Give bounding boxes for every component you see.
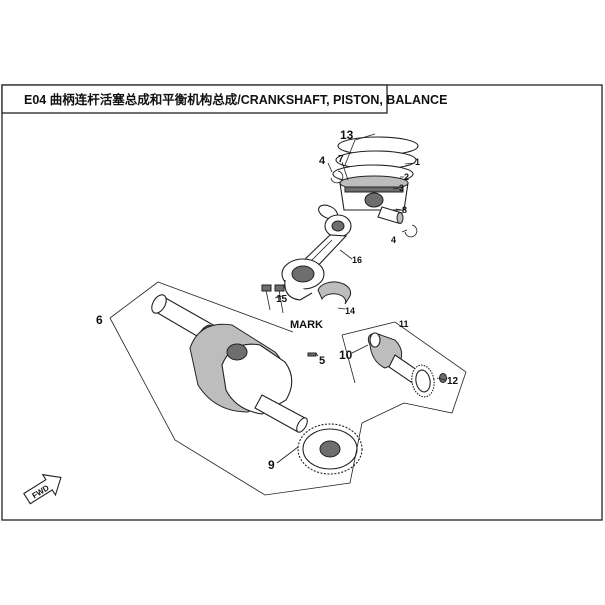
callout-1: 1: [415, 157, 420, 167]
woodruff-key: [307, 352, 317, 357]
callout-4-left: 4: [319, 155, 326, 167]
piston-pin-bore: [364, 192, 384, 208]
rod-bearing-shell: [317, 281, 352, 305]
mark-label: MARK: [290, 319, 323, 331]
fwd-arrow-icon: FWD: [23, 473, 62, 505]
leader-10: [351, 344, 369, 354]
piston-ring-groove: [344, 186, 404, 193]
bracket-6-bottom: [109, 317, 363, 496]
callout-8: 8: [402, 205, 407, 215]
crankshaft-group: [151, 294, 317, 433]
title-box: [1, 84, 388, 114]
callout-11: 11: [399, 319, 409, 329]
rod-big-end-bore: [291, 265, 315, 283]
rod-cap: [284, 279, 313, 301]
leader-7: [341, 161, 349, 181]
callout-4-right: 4: [391, 235, 396, 245]
rod-bolt-right: [278, 289, 284, 314]
leader-1: [404, 162, 416, 165]
bracket-13-down: [344, 139, 356, 166]
diagram-title: E04 曲柄连杆活塞总成和平衡机构总成/CRANKSHAFT, PISTON, …: [24, 92, 447, 107]
bracket-11-left: [341, 334, 356, 384]
gear-hub: [319, 440, 341, 458]
callout-16: 16: [352, 255, 362, 265]
piston-pin: [377, 206, 403, 224]
circlip-left: [330, 170, 344, 184]
callout-15: 15: [276, 294, 288, 305]
leader-16: [339, 249, 353, 260]
bracket-6-link: [361, 402, 405, 424]
leader-4a: [327, 162, 333, 173]
piston-pin-end: [396, 212, 404, 224]
rod-bolt-head-left: [261, 284, 272, 292]
crankshaft-left-end: [151, 294, 167, 314]
leader-9: [276, 446, 299, 464]
bracket-6-inner: [157, 281, 294, 333]
connecting-rod-group: [261, 204, 352, 314]
rod-small-end-bore: [331, 220, 345, 232]
rod-bolt-left: [265, 289, 271, 311]
bracket-11: [341, 321, 467, 414]
bracket-6-top: [109, 281, 159, 319]
leader-8: [395, 208, 403, 211]
callout-10: 10: [339, 348, 353, 362]
callout-5: 5: [319, 355, 325, 367]
callout-7: 7: [338, 154, 344, 165]
leader-14: [337, 307, 346, 310]
piston-group: [330, 136, 419, 238]
leader-15: [274, 295, 283, 299]
crankshaft-right-end: [296, 417, 308, 433]
leader-3: [392, 187, 400, 190]
callout-6: 6: [96, 313, 103, 327]
circlip-right: [404, 224, 418, 238]
callout-9: 9: [268, 458, 275, 472]
balance-nut: [439, 373, 447, 383]
leader-12: [436, 377, 447, 381]
callout-12: 12: [447, 376, 459, 387]
callout-3: 3: [399, 183, 404, 193]
callout-13: 13: [340, 128, 354, 142]
callout-2: 2: [404, 172, 409, 182]
leader-4b: [401, 229, 408, 233]
callout-14: 14: [345, 306, 355, 316]
rod-bolt-head-right: [274, 284, 285, 292]
bracket-13: [354, 133, 376, 141]
balance-shaft-end: [369, 332, 381, 348]
balance-gear: [415, 369, 431, 393]
crankshaft-gear: [297, 423, 363, 475]
fwd-arrow-shape: [23, 473, 62, 505]
leader-5: [315, 352, 319, 357]
crankshaft-crankpin: [226, 343, 248, 361]
balance-shaft-group: [367, 332, 447, 398]
